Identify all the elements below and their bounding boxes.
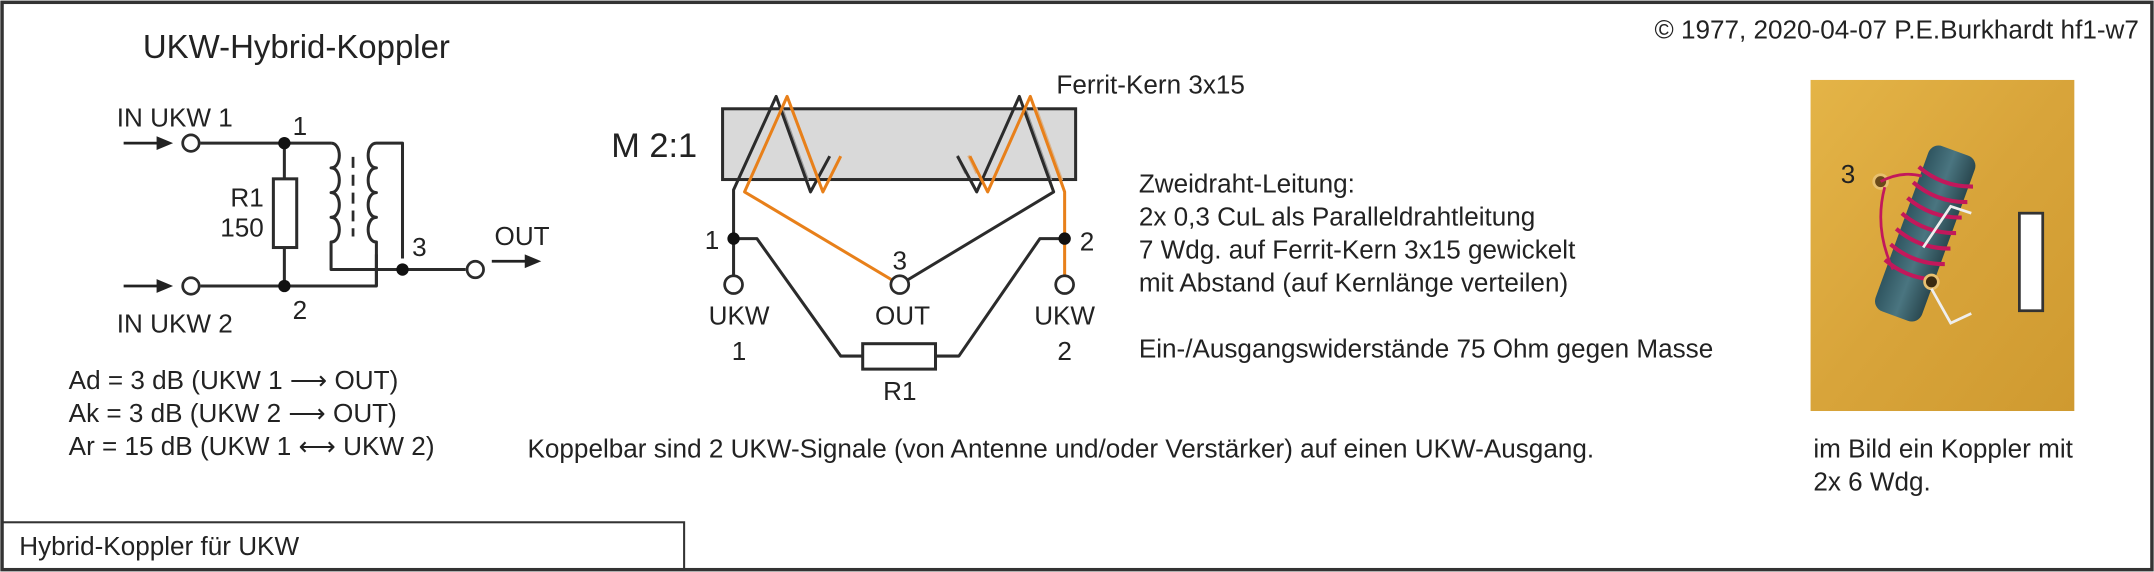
caption: Hybrid-Koppler für UKW <box>19 531 299 561</box>
resistor-symbol <box>2018 211 2045 313</box>
label-ukw2: UKW <box>1034 300 1095 330</box>
node-1-b: 1 <box>705 225 720 255</box>
arrow-icon <box>123 136 542 293</box>
label-ukw2-num: 2 <box>1057 336 1072 366</box>
caption-box <box>1 521 686 571</box>
label-r1-b: R1 <box>883 376 916 406</box>
terminal-out-b <box>889 274 911 295</box>
wire-b <box>743 94 901 286</box>
resistor-r1-b <box>861 342 938 371</box>
note-line: mit Abstand (auf Kernlänge verteilen) <box>1139 267 1568 297</box>
terminal-ukw2 <box>1054 274 1075 295</box>
formula-ar: Ar = 15 dB (UKW 1 ⟷ UKW 2) <box>69 431 435 461</box>
node-2-b: 2 <box>1080 226 1095 256</box>
terminal-ukw1 <box>723 274 744 295</box>
label-ukw1: UKW <box>709 300 770 330</box>
copyright: © 1977, 2020-04-07 P.E.Burkhardt hf1-w7 <box>1654 15 2138 45</box>
terminal-out <box>465 259 485 280</box>
ratio-label: M 2:1 <box>611 127 697 165</box>
summary: Koppelbar sind 2 UKW-Signale (von Antenn… <box>528 434 1595 464</box>
node-1: 1 <box>293 111 308 141</box>
ferrite-rod <box>1874 145 1976 322</box>
label-in-ukw1: IN UKW 1 <box>117 103 233 133</box>
formula-ad: Ad = 3 dB (UKW 1 ⟶ OUT) <box>69 365 399 395</box>
terminal-in2 <box>181 276 201 296</box>
ferrite-core <box>721 107 1078 182</box>
label-r1-value: 150 <box>220 213 264 243</box>
formula-ak: Ak = 3 dB (UKW 2 ⟶ OUT) <box>69 398 397 428</box>
label-r1: R1 <box>230 182 263 212</box>
coupler-photo: 3 <box>1810 79 2075 412</box>
node-2: 2 <box>293 295 308 325</box>
note-line: 7 Wdg. auf Ferrit-Kern 3x15 gewickelt <box>1139 235 1576 265</box>
resistor-r1 <box>271 177 299 250</box>
label-out-b: OUT <box>875 300 930 330</box>
photo-label-3: 3 <box>1841 159 1856 189</box>
label-ukw1-num: 1 <box>732 336 747 366</box>
label-in-ukw2: IN UKW 2 <box>117 309 233 339</box>
page-title: UKW-Hybrid-Koppler <box>143 28 450 65</box>
label-out: OUT <box>495 221 550 251</box>
node-3-b: 3 <box>893 246 908 276</box>
coil-secondary <box>366 141 405 286</box>
core-label: Ferrit-Kern 3x15 <box>1056 70 1245 100</box>
photo-caption: im Bild ein Koppler mit <box>1813 434 2073 464</box>
coil-primary <box>329 141 403 272</box>
winding-diagram: M 2:1 Ferrit-Kern 3x15 1 2 3 UKW 1 OUT U… <box>611 70 1245 406</box>
hybrid-schematic: IN UKW 1 IN UKW 2 1 2 3 OUT R1 150 <box>117 103 550 339</box>
node-3: 3 <box>412 232 427 262</box>
note-line: 2x 0,3 CuL als Paralleldrahtleitung <box>1139 202 1535 232</box>
terminal-in1 <box>181 133 201 153</box>
note-line: Zweidraht-Leitung: <box>1139 169 1355 199</box>
note-line: Ein-/Ausgangswiderstände 75 Ohm gegen Ma… <box>1139 333 1713 363</box>
photo-caption: 2x 6 Wdg. <box>1813 467 1930 497</box>
